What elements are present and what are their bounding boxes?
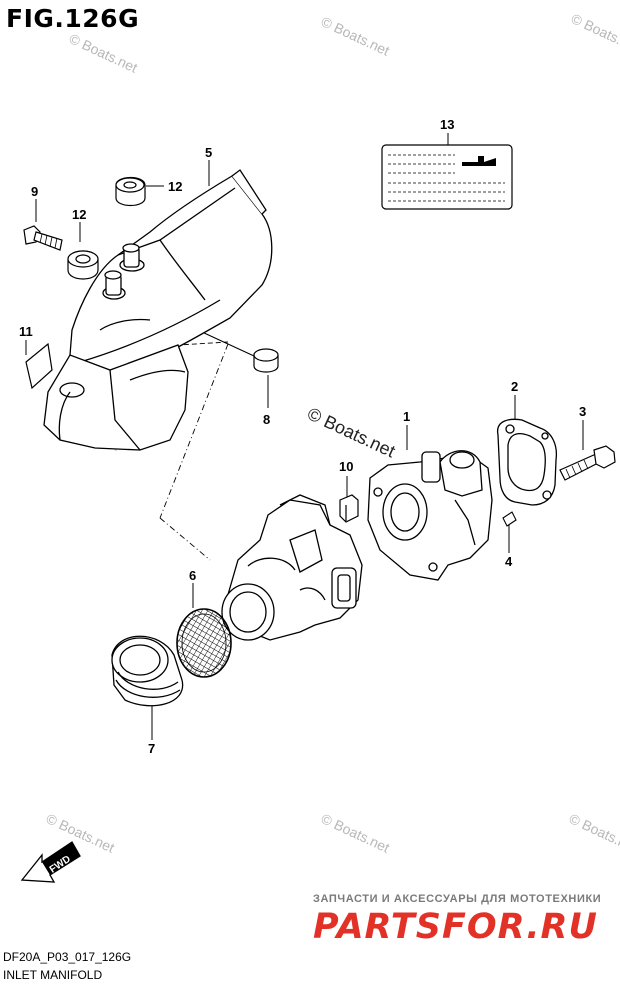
callout-7: 7: [148, 741, 155, 756]
watermark: © Boats.net: [567, 810, 620, 856]
callout-12: 12: [168, 179, 182, 194]
callout-8: 8: [263, 412, 270, 427]
callout-13: 13: [440, 117, 454, 132]
part-9-bolt: [23, 225, 63, 251]
watermark-large: © Boats.net: [304, 403, 398, 461]
part-12-grommet: [67, 250, 99, 280]
oil-can-icon: [462, 156, 496, 166]
callout-1: 1: [403, 409, 410, 424]
callout-3: 3: [579, 404, 586, 419]
watermark: © Boats.net: [569, 10, 620, 56]
callout-6: 6: [189, 568, 196, 583]
callout-12: 12: [72, 207, 86, 222]
callout-10: 10: [339, 459, 353, 474]
fwd-arrow-icon: FWD: [20, 841, 81, 883]
part-12-grommet: [115, 176, 146, 207]
callout-5: 5: [205, 145, 212, 160]
callout-4: 4: [505, 554, 513, 569]
part-11-pad: [25, 342, 53, 390]
watermark: © Boats.net: [67, 30, 140, 76]
part-7-seal: [111, 635, 184, 707]
watermark: © Boats.net: [319, 13, 392, 59]
part-1-inlet-manifold: [367, 450, 493, 581]
part-3-bolt: [559, 445, 616, 481]
lower-housing: [43, 344, 189, 451]
part-13-label: [381, 144, 513, 210]
callout-11: 11: [19, 324, 33, 339]
part-8-grommet: [253, 348, 279, 373]
watermark: © Boats.net: [319, 810, 392, 856]
leader-lines: [25, 133, 584, 740]
callout-9: 9: [31, 184, 38, 199]
callout-2: 2: [511, 379, 518, 394]
throttle-body-assembly: [221, 494, 363, 641]
part-6-screen: [176, 608, 232, 678]
brand-tagline: ЗАПЧАСТИ И АКСЕССУАРЫ ДЛЯ МОТОТЕХНИКИ: [313, 893, 602, 905]
brand-logo: PARTSFOR.RU: [313, 907, 598, 947]
part-10-clip: [339, 494, 359, 523]
part-4-pin: [502, 511, 517, 527]
watermark: © Boats.net: [44, 810, 117, 856]
figure-title: FIG.126G: [6, 4, 140, 33]
figure-name: INLET MANIFOLD: [3, 968, 103, 982]
figure-code: DF20A_P03_017_126G: [3, 950, 132, 964]
callouts: 9 12 12 5 11 8 13 1 2 3 10 4 6 7: [19, 117, 586, 756]
part-2-gasket: [497, 418, 558, 506]
